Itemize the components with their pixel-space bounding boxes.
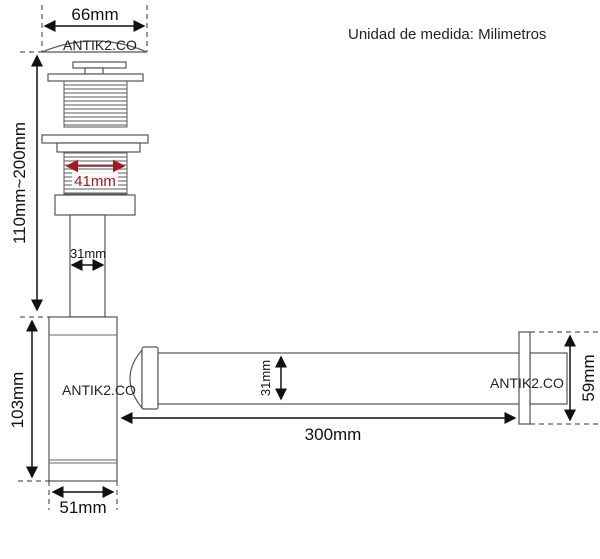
- watermark-pipe: ANTIK2.CO: [490, 375, 564, 391]
- bottle-trap: [48, 316, 143, 482]
- height-range-label: 110mm~200mm: [10, 122, 29, 244]
- pipe-length-label: 300mm: [305, 425, 362, 444]
- tube-diameter-label: 31mm: [70, 246, 106, 261]
- trap-height-label: 103mm: [8, 372, 27, 429]
- cap-width-dimension: 66mm: [41, 5, 148, 52]
- cap-width-label: 66mm: [71, 5, 118, 24]
- units-note: Unidad de medida: Milimetros: [348, 26, 546, 43]
- watermark-top: ANTIK2.CO: [63, 37, 137, 53]
- outlet-pipe: [141, 331, 568, 425]
- trap-width-dimension: 51mm: [48, 481, 118, 517]
- trap-width-label: 51mm: [59, 498, 106, 517]
- thread-diameter-dimension: 41mm: [65, 159, 126, 190]
- pipe-length-dimension: 300mm: [120, 412, 517, 444]
- flange-dimension: 59mm: [530, 331, 600, 425]
- flange-label: 59mm: [579, 354, 598, 401]
- pop-up-cap: [41, 40, 148, 53]
- tube-diameter-dimension: 31mm: [70, 246, 106, 271]
- thread-diameter-label: 41mm: [74, 173, 116, 190]
- height-dimension: 110mm~200mm: [10, 51, 43, 312]
- pipe-diameter-dimension: 31mm: [258, 355, 287, 401]
- trap-height-dimension: 103mm: [8, 316, 49, 482]
- watermark-trap: ANTIK2.CO: [62, 382, 136, 398]
- pipe-diameter-label: 31mm: [258, 360, 273, 396]
